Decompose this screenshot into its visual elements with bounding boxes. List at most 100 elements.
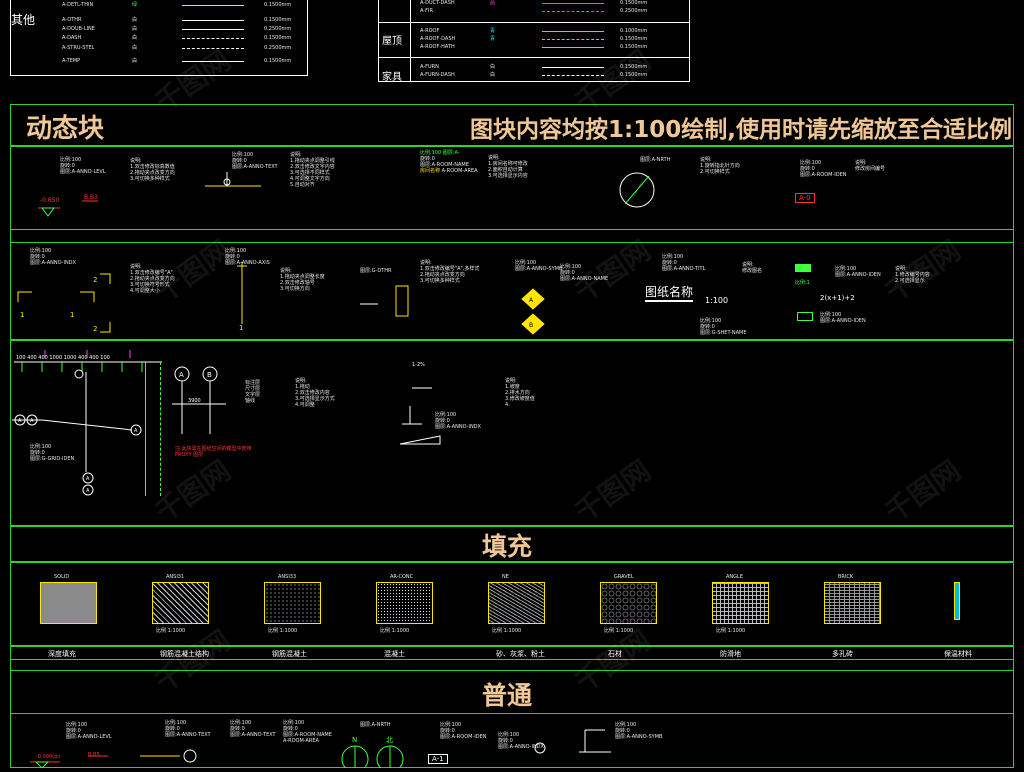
pattern-code: GRAVEL — [614, 574, 634, 580]
legend-line-weight: 0.1500mm — [264, 2, 292, 8]
normal-elev-label: B.B5 — [88, 752, 100, 758]
block-annotation: 比例:1 — [795, 280, 810, 286]
legend-line-weight: 0.1500mm — [264, 17, 292, 23]
legend-line-sample — [542, 47, 604, 48]
legend-line-sample — [182, 61, 244, 62]
legend-layer-name: A-FIR — [420, 8, 433, 14]
tag-a1: A-1 — [428, 754, 448, 764]
svg-text:A: A — [179, 371, 184, 379]
elevation-label: B.B3 — [84, 194, 98, 201]
svg-text:A: A — [134, 428, 138, 434]
legend-line-weight: 0.1500mm — [264, 58, 292, 64]
legend-line-sample — [542, 3, 604, 4]
legend-line-weight: 0.1000mm — [620, 28, 648, 34]
legend-group-title: 屋顶 — [382, 36, 402, 47]
north-label: N — [352, 736, 358, 744]
hatch-swatch — [152, 582, 209, 624]
hatch-swatch — [40, 582, 97, 624]
break-line-icon — [360, 284, 420, 322]
pattern-code: ANGLE — [726, 574, 743, 580]
legend-line-sample — [542, 39, 604, 40]
block-annotation: 说明:修改图名 — [742, 262, 763, 274]
drawing-scale-label: 1:100 — [705, 296, 729, 305]
legend-line-sample — [182, 20, 244, 21]
pattern-code: BRICK — [838, 574, 854, 580]
legend-line-weight: 0.1500mm — [620, 0, 648, 6]
pattern-scale: 比例 1:1000 — [492, 628, 522, 634]
index-number: 2 — [93, 276, 98, 284]
legend-group-title: 家具 — [382, 72, 402, 83]
pattern-name: 防滑地 — [720, 650, 741, 658]
svg-text:1: 1 — [239, 324, 243, 332]
legend-line-weight: 0.1500mm — [620, 36, 648, 42]
legend-line-sample — [182, 29, 244, 30]
svg-text:B: B — [207, 371, 212, 379]
pattern-scale: 比例 1:1000 — [380, 628, 410, 634]
legend-line-weight: 0.2500mm — [264, 45, 292, 51]
hatch-swatch — [824, 582, 881, 624]
legend-layer-name: A-DASH — [62, 35, 82, 41]
fill-header-row — [10, 526, 1014, 562]
legend-line-weight: 0.1500mm — [620, 44, 648, 50]
block-annotation: 说明:修改房间编号 — [855, 160, 886, 172]
fill-names-row — [10, 646, 1014, 660]
legend-layer-name: A-DOUB-LINE — [62, 26, 95, 32]
axis-line-icon: 1 — [236, 262, 248, 336]
pattern-name: 深度填充 — [48, 650, 76, 658]
insulation-swatch — [954, 582, 960, 620]
formula-label: 2(x+1)+2 — [820, 294, 855, 302]
fill-title: 填充 — [482, 532, 533, 561]
legend-layer-name: A-DUCT-DASH — [420, 0, 455, 6]
legend-layer-color: 白 — [132, 58, 138, 64]
svg-text:100 400 400 1000 1000 400 400: 100 400 400 1000 1000 400 400 100 — [16, 355, 110, 361]
tag-a0: A-0 — [795, 193, 815, 203]
legend-right-divider — [410, 0, 411, 82]
svg-text:B: B — [529, 322, 533, 329]
pattern-code: ANSI31 — [166, 574, 185, 580]
pattern-name: 多孔砖 — [832, 650, 853, 658]
pattern-code: SOLID — [54, 574, 70, 580]
legend-layer-name: A-TEMP — [62, 58, 81, 64]
north-arrow-icon — [615, 168, 659, 216]
block-annotation: 图层:G-DTHR — [360, 268, 392, 274]
hatch-swatch — [600, 582, 657, 624]
dynamic-row-1 — [10, 146, 1014, 230]
hatch-swatch — [488, 582, 545, 624]
legend-layer-color: 青 — [490, 28, 496, 34]
legend-line-sample — [182, 5, 244, 6]
layer-legend-right — [378, 0, 690, 82]
legend-layer-color: 绿 — [132, 2, 138, 8]
svg-text:A: A — [30, 418, 34, 424]
svg-text:1-2%: 1-2% — [412, 362, 425, 368]
legend-layer-color: 白 — [132, 35, 138, 41]
green-tag-icon — [797, 312, 813, 321]
legend-layer-color: 白 — [490, 72, 496, 78]
pattern-code: AR-CONC — [390, 574, 414, 580]
legend-layer-name: A-STRU-STEL — [62, 45, 95, 51]
dynamic-row-3 — [10, 340, 1014, 526]
layer-legend-left: 其他 — [10, 0, 308, 76]
legend-layer-name: A-FURN — [420, 64, 439, 70]
legend-line-weight: 0.1500mm — [620, 64, 648, 70]
hatch-swatch — [264, 582, 321, 624]
index-number: 1 — [70, 311, 75, 319]
legend-line-weight: 0.2500mm — [620, 8, 648, 14]
